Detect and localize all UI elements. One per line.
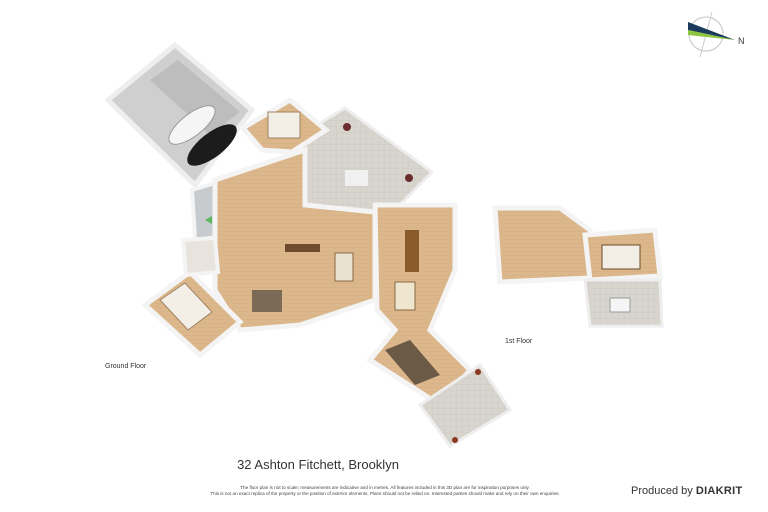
- north-label: N: [738, 36, 745, 46]
- brand-logo: DIAKRIT: [695, 485, 743, 497]
- car-white: [168, 105, 216, 145]
- garage: [104, 41, 256, 189]
- entrance-arrow-icon: [205, 216, 212, 224]
- credit-prefix: Produced by: [631, 485, 693, 497]
- first-floor-label: 1st Floor: [505, 338, 533, 345]
- disclaimer-line-1: The floor plan is not to scale; measurem…: [240, 485, 530, 490]
- compass-icon: [688, 11, 735, 58]
- patio-bottom: [417, 362, 513, 448]
- first-floor: [492, 205, 664, 328]
- disclaimer-line-2: This is not an exact replica of the prop…: [210, 491, 560, 496]
- ground-floor-label: Ground Floor: [105, 363, 147, 370]
- ground-floor: [141, 96, 513, 448]
- car-black: [187, 124, 237, 166]
- loft: [492, 205, 593, 285]
- property-address-title: 32 Ashton Fitchett, Brooklyn: [237, 457, 399, 472]
- bathroom-left: [180, 235, 221, 278]
- producer-credit: Produced by DIAKRIT: [631, 485, 743, 497]
